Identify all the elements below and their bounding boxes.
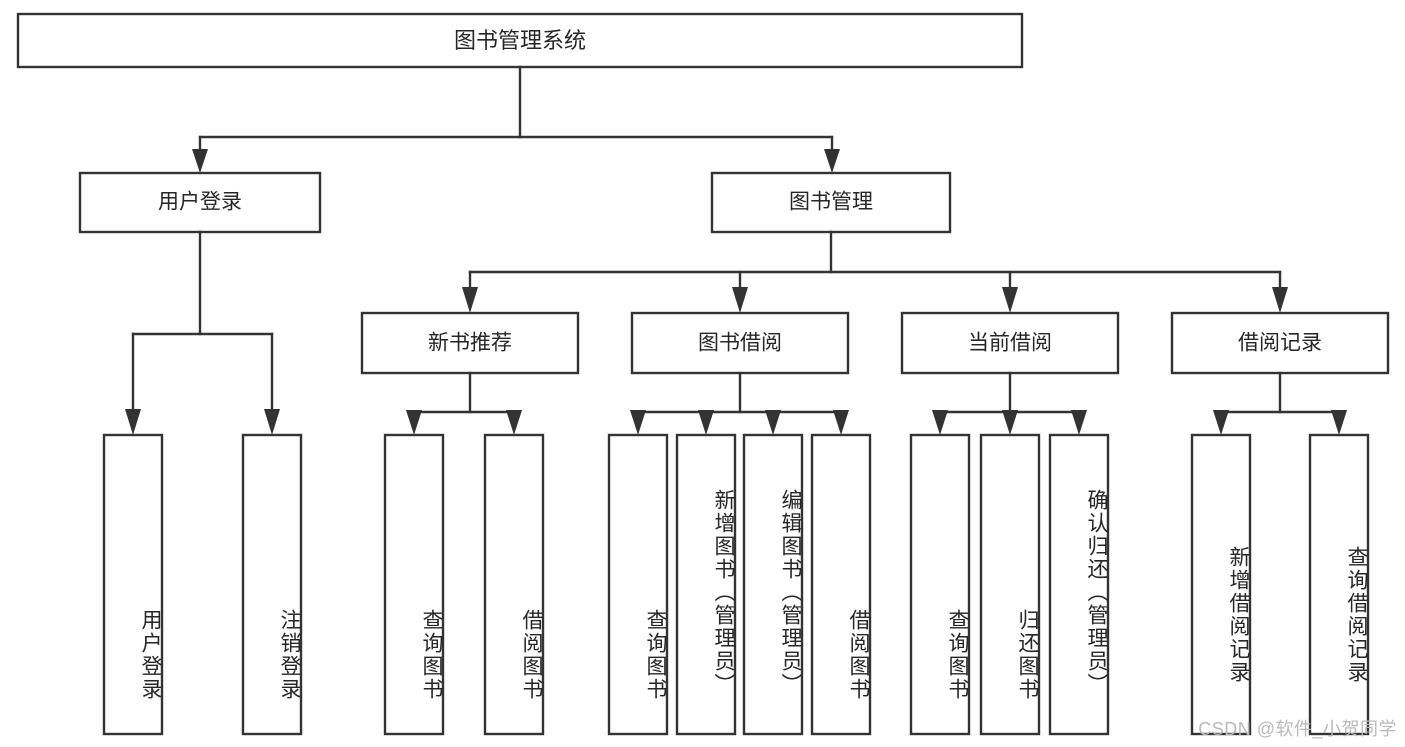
current-borrow-box[interactable]: [900, 311, 1120, 375]
root-box[interactable]: [16, 12, 1024, 69]
connector-userlogin-to-leaves: [125, 230, 280, 435]
leaf-box-add-record[interactable]: [1190, 433, 1252, 736]
leaf-box-add-book[interactable]: [675, 433, 737, 736]
leaf-box-query-book-3[interactable]: [909, 433, 971, 736]
leaf-box-borrow-book-1[interactable]: [483, 433, 545, 736]
arrow-head-icon: [1272, 287, 1288, 313]
arrow-head-icon: [1331, 410, 1347, 435]
connector-bookmanage-to-level2: [462, 230, 1288, 313]
root-label: 图书管理系统: [454, 28, 586, 53]
arrow-head-icon: [1002, 287, 1018, 313]
node-borrow-record[interactable]: 借阅记录: [1170, 311, 1390, 375]
arrow-head-icon: [833, 410, 849, 435]
arrow-head-icon: [932, 410, 948, 435]
leaf-box-confirm-return[interactable]: [1048, 433, 1110, 736]
leaf-box-edit-book[interactable]: [742, 433, 804, 736]
connector-borrowrecord-to-leaves: [1213, 371, 1347, 435]
leaf-box-query-book-1[interactable]: [383, 433, 445, 736]
leaf-box-query-record[interactable]: [1308, 433, 1370, 736]
arrow-head-icon: [630, 410, 646, 435]
arrow-head-icon: [1002, 410, 1018, 435]
arrow-head-icon: [506, 410, 522, 435]
connector-bookborrow-to-leaves: [630, 371, 849, 435]
arrow-head-icon: [1213, 410, 1229, 435]
book-manage-box[interactable]: [710, 171, 952, 234]
arrow-head-icon: [732, 287, 748, 313]
arrow-head-icon: [462, 287, 478, 313]
leaf-box-return-book[interactable]: [979, 433, 1041, 736]
arrow-head-icon: [125, 409, 141, 435]
node-book-borrow[interactable]: 图书借阅: [630, 311, 850, 375]
arrow-head-icon: [1071, 410, 1087, 435]
borrow-record-box[interactable]: [1170, 311, 1390, 375]
node-user-login[interactable]: 用户登录: [78, 171, 322, 234]
borrow-record-label: 借阅记录: [1238, 332, 1322, 355]
node-root[interactable]: 图书管理系统: [16, 12, 1024, 69]
node-current-borrow[interactable]: 当前借阅: [900, 311, 1120, 375]
arrow-head-icon: [264, 409, 280, 435]
current-borrow-label: 当前借阅: [968, 332, 1052, 355]
new-book-rec-label: 新书推荐: [428, 332, 512, 355]
node-new-book-rec[interactable]: 新书推荐: [360, 311, 580, 375]
node-book-manage[interactable]: 图书管理: [710, 171, 952, 234]
leaf-box-query-book-2[interactable]: [607, 433, 669, 736]
book-borrow-box[interactable]: [630, 311, 850, 375]
book-borrow-label: 图书借阅: [698, 332, 782, 355]
arrow-head-icon: [406, 410, 422, 435]
new-book-rec-box[interactable]: [360, 311, 580, 375]
connector-newbookrec-to-leaves: [406, 371, 522, 435]
user-login-label: 用户登录: [158, 191, 242, 214]
leaf-box-logout-login[interactable]: [241, 433, 303, 736]
arrow-head-icon: [765, 410, 781, 435]
connector-root-to-level1: [192, 65, 840, 173]
leaf-box-borrow-book-2[interactable]: [810, 433, 872, 736]
book-manage-label: 图书管理: [789, 191, 873, 214]
arrow-head-icon: [824, 149, 840, 173]
arrow-head-icon: [698, 410, 714, 435]
connector-currentborrow-to-leaves: [932, 371, 1087, 435]
watermark-text: CSDN @软件_小贺同学: [1198, 719, 1397, 739]
leaf-box-user-login[interactable]: [102, 433, 164, 736]
arrow-head-icon: [192, 149, 208, 173]
